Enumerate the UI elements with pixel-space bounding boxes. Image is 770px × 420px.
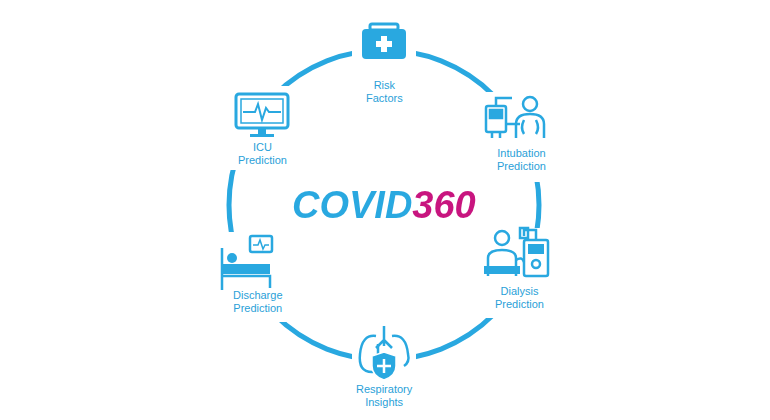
stage-label: Discharge Prediction: [230, 288, 286, 316]
lungs-icon: [360, 326, 409, 380]
center-title: COVID360: [292, 183, 476, 227]
intubation-icon: [486, 97, 544, 138]
stage-label: Risk Factors: [363, 78, 406, 106]
stage-label: Respiratory Insights: [353, 382, 415, 410]
stage-label: Intubation Prediction: [494, 146, 549, 174]
briefcase-icon: [362, 24, 406, 59]
stage-label: Dialysis Prediction: [492, 284, 547, 312]
dialysis-icon: [484, 228, 548, 276]
monitor-icon: [236, 94, 288, 137]
ring-gaps: [214, 20, 558, 420]
stage-label: ICU Prediction: [235, 140, 290, 168]
bed-icon: [222, 236, 272, 290]
